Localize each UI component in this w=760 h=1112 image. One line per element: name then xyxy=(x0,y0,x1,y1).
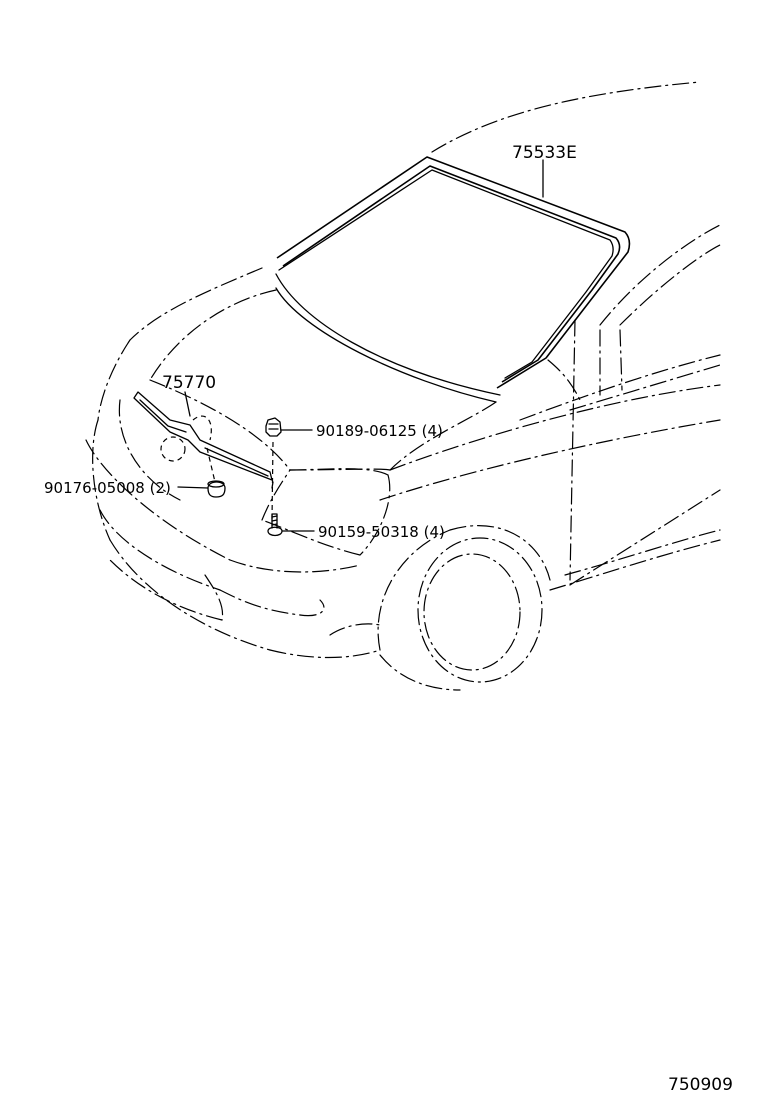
callout-clip-left: 90176-05008 (2) xyxy=(44,479,171,497)
figure-number: 750909 xyxy=(668,1075,733,1095)
screw xyxy=(267,513,315,537)
fastener-leaders xyxy=(206,441,274,521)
windshield-cowl xyxy=(275,287,497,403)
windshield-moulding xyxy=(276,156,631,389)
callout-clip-upper: 90189-06125 (4) xyxy=(316,422,443,440)
front-wheel xyxy=(377,525,551,691)
car-body-outline xyxy=(85,399,381,659)
hood-garnish xyxy=(133,391,273,481)
clip-upper xyxy=(265,417,313,437)
callout-screw: 90159-50318 (4) xyxy=(318,523,445,541)
roof-outline xyxy=(431,81,701,153)
callout-windshield-moulding: 75533E xyxy=(512,143,577,163)
windshield-lower-edge xyxy=(275,273,501,396)
headlight xyxy=(261,468,391,556)
leader-hood-garnish xyxy=(184,391,191,417)
side-body-outline xyxy=(379,224,721,591)
emblem xyxy=(160,415,212,462)
callout-hood-garnish: 75770 xyxy=(162,373,216,393)
fog-light xyxy=(329,623,381,636)
clip-left xyxy=(177,480,226,498)
